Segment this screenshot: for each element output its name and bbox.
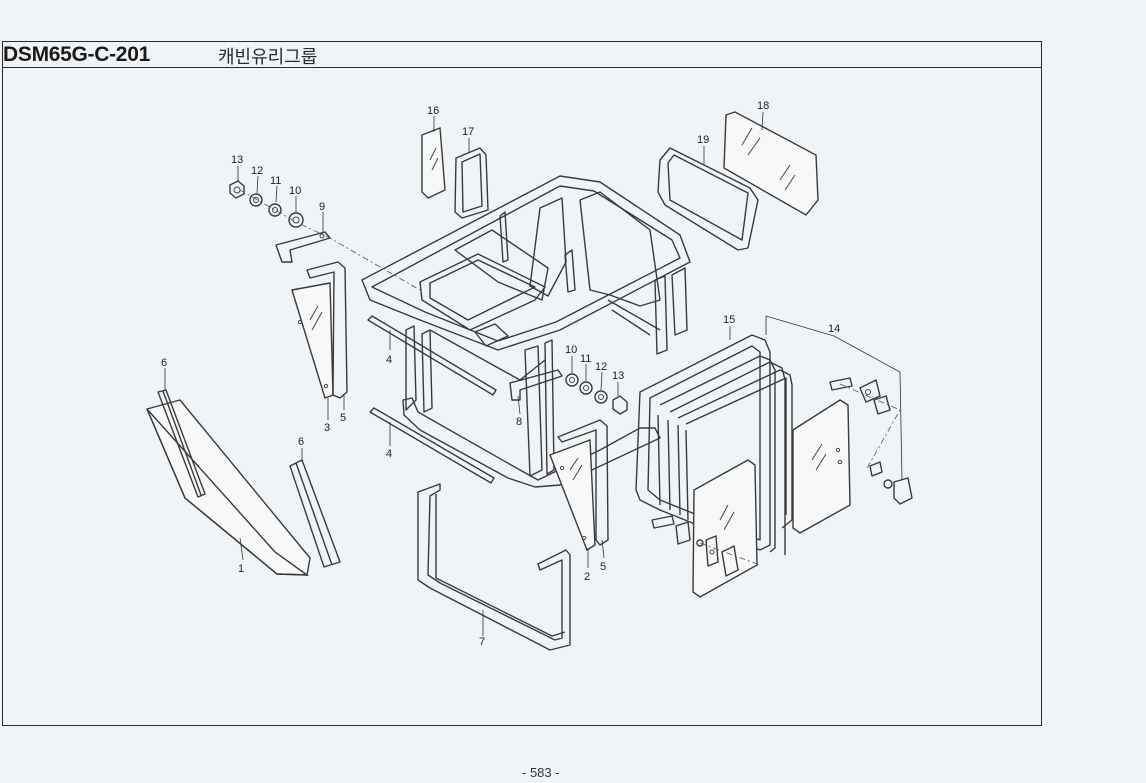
callout-7: 7 (479, 636, 485, 648)
callout-12-lower: 12 (595, 361, 607, 373)
callout-5-left: 5 (340, 412, 346, 424)
cab-frame (361, 175, 691, 488)
door-latch-hardware (651, 377, 913, 577)
part-9-bracket (275, 231, 331, 263)
part-3-quarter-glass (291, 282, 334, 399)
door-lower-glass (692, 459, 758, 598)
part-18-rear-glass (723, 111, 819, 216)
callout-13-lower: 13 (612, 370, 624, 382)
hardware-stack-upper (229, 180, 304, 228)
callout-6-left: 6 (161, 357, 167, 369)
drawing-frame (2, 41, 1042, 726)
part-19-rear-seal (657, 147, 759, 251)
part-5-seal-left (306, 261, 348, 399)
callout-3: 3 (324, 422, 330, 434)
callout-11-upper: 11 (270, 175, 281, 187)
page-code: DSM65G-C-201 (3, 43, 150, 66)
part-2-quarter-glass (549, 439, 596, 552)
part-16-glass (421, 127, 446, 199)
part-8-bracket (509, 369, 563, 401)
callout-11-lower: 11 (580, 353, 591, 365)
part-17-seal (454, 147, 489, 219)
hardware-stack-lower (565, 373, 628, 415)
callout-12-upper: 12 (251, 165, 263, 177)
callout-1: 1 (238, 563, 244, 575)
part-4-rail-lower (369, 407, 495, 484)
part-14-sliding-glass (792, 399, 851, 534)
callout-5-right: 5 (600, 561, 606, 573)
part-5-seal-right (557, 419, 609, 546)
callout-9: 9 (319, 201, 325, 213)
assembly-line-upper (239, 189, 421, 291)
header-divider (2, 67, 1042, 68)
assembly-line-door (699, 383, 901, 566)
callout-18: 18 (757, 100, 769, 112)
callout-2: 2 (584, 571, 590, 583)
callout-4-lower: 4 (386, 448, 392, 460)
callout-10-lower: 10 (565, 344, 577, 356)
part-1-side-glass (146, 399, 311, 576)
callout-19: 19 (697, 134, 709, 146)
part-15-door-frame (635, 334, 793, 555)
part-4-rail-upper (367, 315, 497, 396)
callout-13-upper: 13 (231, 154, 243, 166)
callout-8: 8 (516, 416, 522, 428)
callout-16: 16 (427, 105, 439, 117)
part-6-seal-strip-left (157, 389, 206, 498)
part-7-lower-seal (417, 483, 571, 651)
leader-lines (164, 111, 903, 636)
page-title: 캐빈유리그룹 (218, 47, 318, 68)
callout-17: 17 (462, 126, 474, 138)
callout-14: 14 (828, 323, 840, 335)
callout-10-upper: 10 (289, 185, 301, 197)
callout-4-upper: 4 (386, 354, 392, 366)
callout-6-right: 6 (298, 436, 304, 448)
callout-15: 15 (723, 314, 735, 326)
part-6-seal-strip-right (289, 459, 341, 568)
callout-labels: 1 2 3 4 4 5 5 6 6 7 8 9 10 10 11 11 12 1… (161, 100, 840, 648)
page-number: - 583 - (522, 765, 560, 780)
